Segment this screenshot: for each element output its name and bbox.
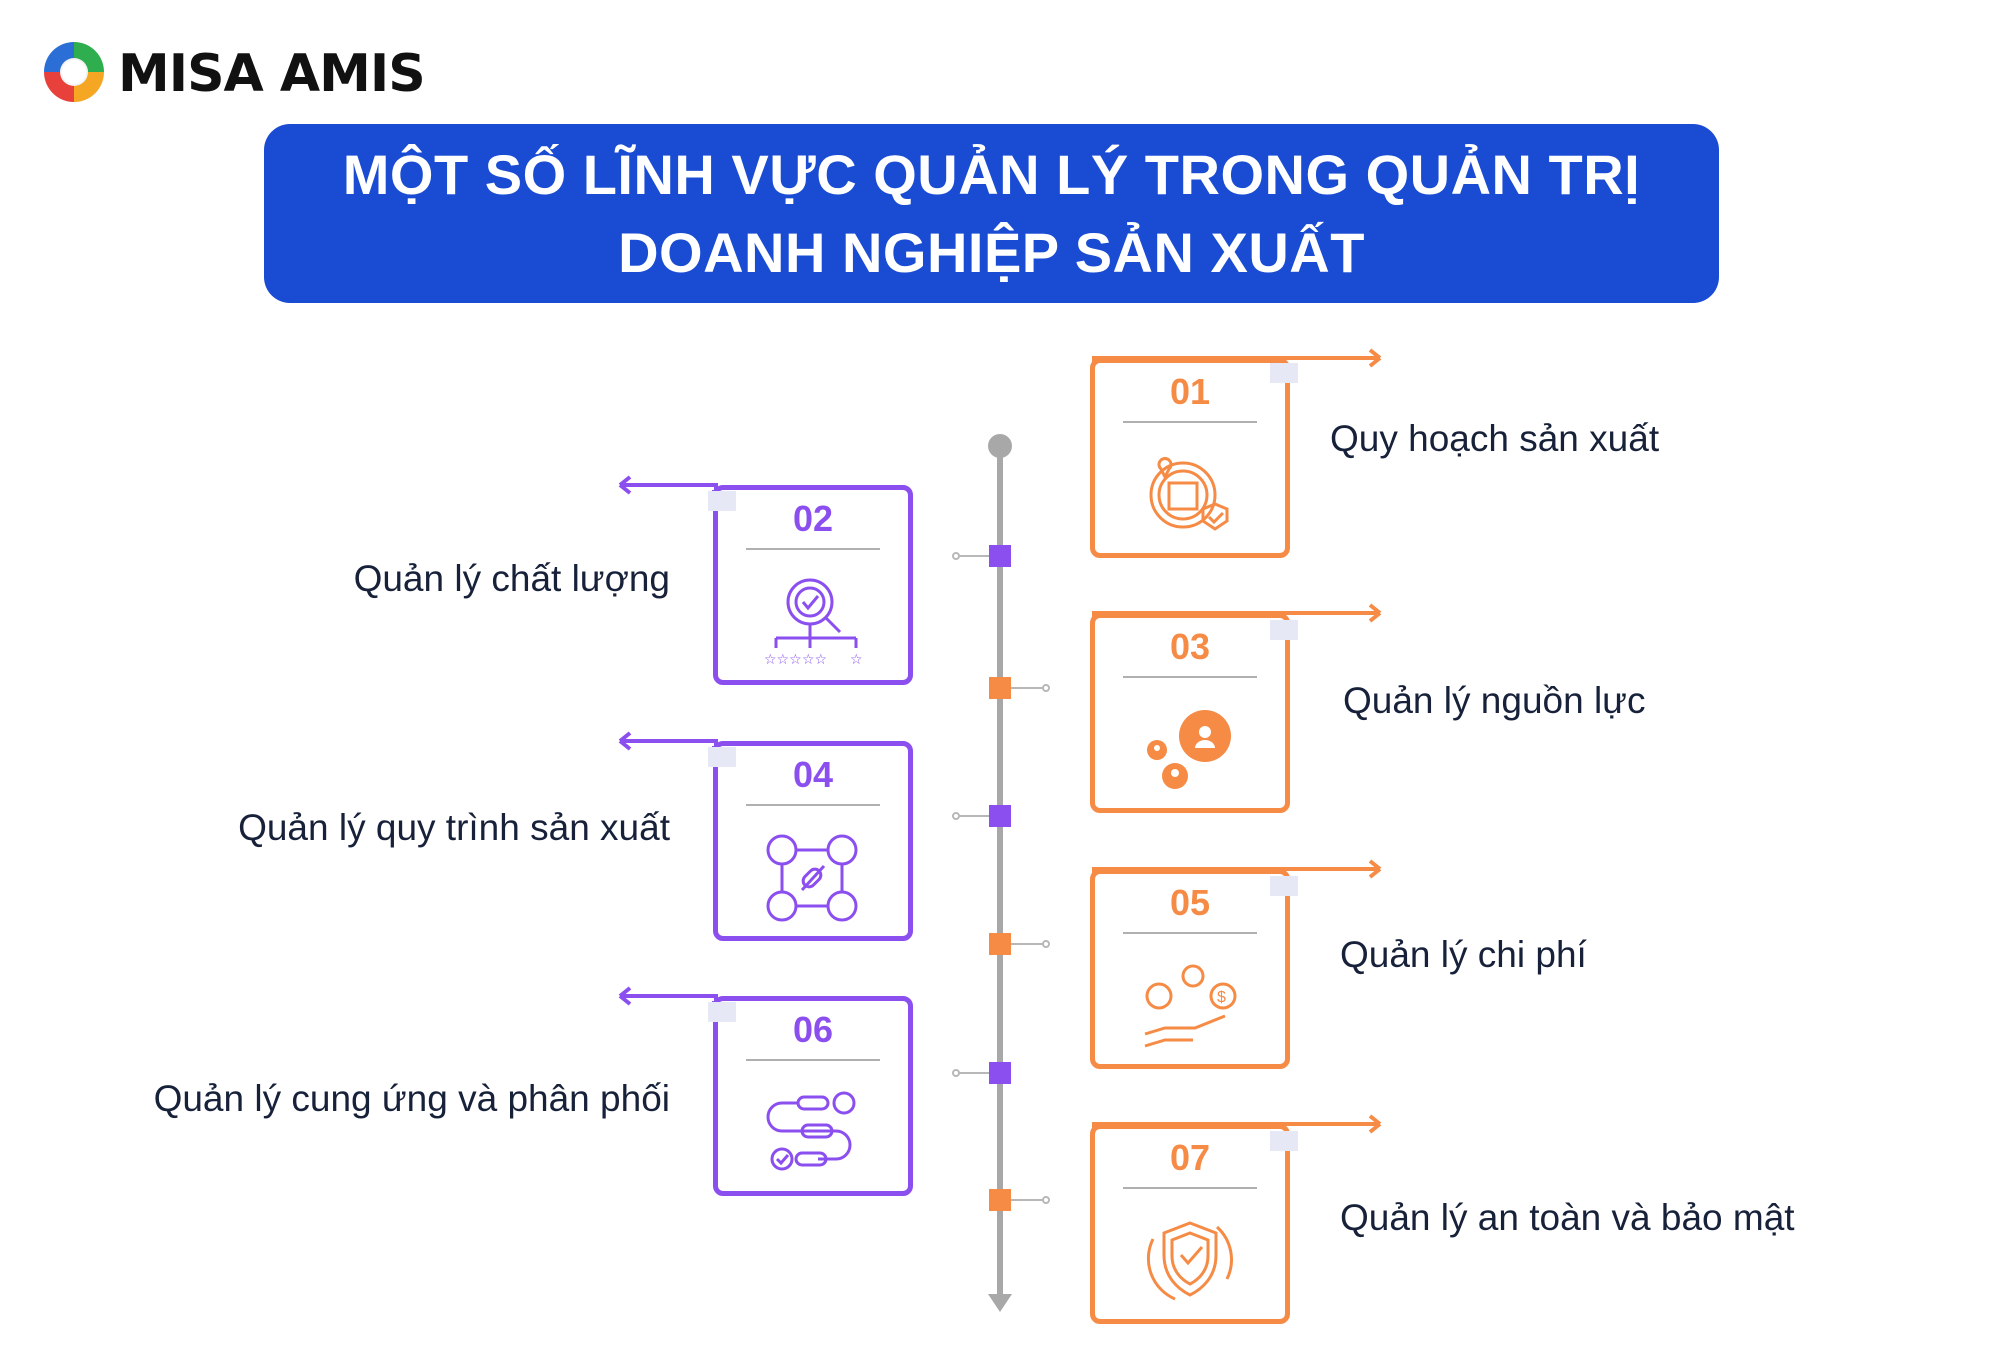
card-number: 05 xyxy=(1169,882,1211,923)
card-06: 06 xyxy=(713,996,913,1196)
card-04: 04 xyxy=(713,741,913,941)
title-line-1: MỘT SỐ LĨNH VỰC QUẢN LÝ TRONG QUẢN TRỊ xyxy=(342,142,1641,206)
label-04: Quản lý quy trình sản xuất xyxy=(238,807,670,848)
card-number: 07 xyxy=(1169,1137,1211,1178)
marker-02 xyxy=(989,545,1011,567)
svg-text:☆: ☆ xyxy=(850,651,863,667)
card-number: 01 xyxy=(1169,371,1211,412)
card-divider xyxy=(1123,932,1257,934)
label-05: Quản lý chi phí xyxy=(1340,934,1587,975)
timeline-end-arrow xyxy=(988,1294,1012,1312)
timeline-start-dot xyxy=(988,434,1012,458)
card-number: 06 xyxy=(792,1009,834,1050)
svg-text:☆☆☆: ☆☆☆ xyxy=(764,651,802,667)
title-line-2: DOANH NGHIỆP SẢN XUẤT xyxy=(618,220,1365,284)
card-03: 03 xyxy=(1090,613,1290,813)
card-divider xyxy=(746,548,880,550)
svg-text:$: $ xyxy=(1217,989,1226,1006)
quality-search-icon: ☆☆☆ ☆☆ ☆ xyxy=(764,578,863,667)
card-divider xyxy=(746,1059,880,1061)
label-03: Quản lý nguồn lực xyxy=(1343,680,1646,721)
supply-chain-icon xyxy=(766,1091,856,1171)
card-divider xyxy=(1123,676,1257,678)
card-tab xyxy=(1270,363,1298,383)
card-tab xyxy=(708,491,736,511)
label-06: Quản lý cung ứng và phân phối xyxy=(153,1078,670,1119)
brand-name: MISA AMIS xyxy=(118,44,426,104)
label-07: Quản lý an toàn và bảo mật xyxy=(1340,1197,1795,1238)
card-05: 05 $ xyxy=(1090,869,1290,1069)
card-tab xyxy=(708,1002,736,1022)
card-01: 01 xyxy=(1090,358,1290,558)
card-02: 02 ☆☆☆ ☆☆ ☆ xyxy=(713,485,913,685)
label-01: Quy hoạch sản xuất xyxy=(1330,418,1660,459)
people-gears-icon xyxy=(1147,710,1231,789)
card-divider xyxy=(1123,421,1257,423)
card-number: 03 xyxy=(1169,626,1211,667)
svg-text:☆☆: ☆☆ xyxy=(802,651,827,667)
marker-04 xyxy=(989,805,1011,827)
card-tab xyxy=(1270,620,1298,640)
card-divider xyxy=(746,804,880,806)
marker-07 xyxy=(989,1189,1011,1211)
card-tab xyxy=(1270,1131,1298,1151)
card-07: 07 xyxy=(1090,1124,1290,1324)
card-number: 04 xyxy=(792,754,834,795)
card-tab xyxy=(1270,876,1298,896)
label-02: Quản lý chất lượng xyxy=(353,558,670,599)
card-tab xyxy=(708,747,736,767)
marker-03 xyxy=(989,677,1011,699)
security-shield-icon xyxy=(1146,1221,1233,1301)
process-network-icon xyxy=(766,834,858,922)
cost-hand-icon: $ xyxy=(1144,964,1237,1048)
marker-05 xyxy=(989,933,1011,955)
factory-gear-icon xyxy=(1149,457,1229,531)
title-banner: MỘT SỐ LĨNH VỰC QUẢN LÝ TRONG QUẢN TRỊ D… xyxy=(264,124,1719,303)
marker-06 xyxy=(989,1062,1011,1084)
card-divider xyxy=(1123,1187,1257,1189)
brand-logo: MISA AMIS xyxy=(42,40,442,110)
card-number: 02 xyxy=(792,498,834,539)
misa-logo-icon xyxy=(44,42,104,102)
